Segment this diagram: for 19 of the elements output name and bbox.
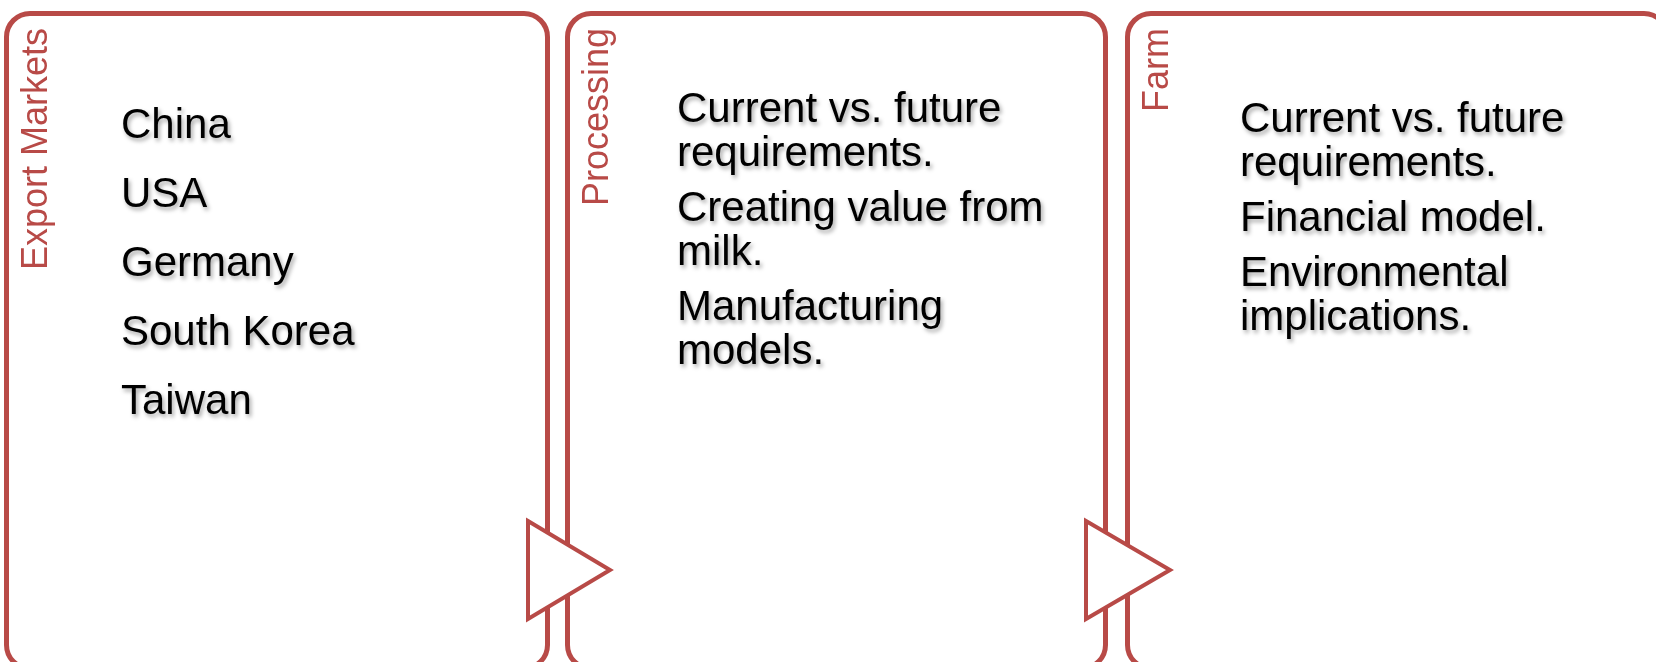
stage-heading: Farm xyxy=(1138,28,1174,112)
stage-panel xyxy=(565,11,1108,662)
list-item: South Korea xyxy=(121,309,356,353)
stage-heading: Processing xyxy=(578,27,614,206)
list-item: Taiwan xyxy=(121,378,253,422)
chevron-arrow xyxy=(1084,517,1174,623)
list-item: Current vs. future requirements. xyxy=(1240,96,1566,184)
stage-heading: Export Markets xyxy=(17,27,53,270)
list-item: China xyxy=(121,102,232,146)
list-item: USA xyxy=(121,171,209,215)
list-item: Environmental implications. xyxy=(1240,250,1510,338)
stage-panel xyxy=(1125,11,1656,662)
list-item: Germany xyxy=(121,240,295,284)
stage-panel xyxy=(4,11,550,662)
list-item: Current vs. future requirements. xyxy=(677,86,1003,174)
chevron-arrow xyxy=(526,517,614,623)
list-item: Creating value from milk. xyxy=(677,185,1045,273)
list-item: Manufacturing models. xyxy=(677,284,945,372)
list-item: Financial model. xyxy=(1240,195,1547,239)
